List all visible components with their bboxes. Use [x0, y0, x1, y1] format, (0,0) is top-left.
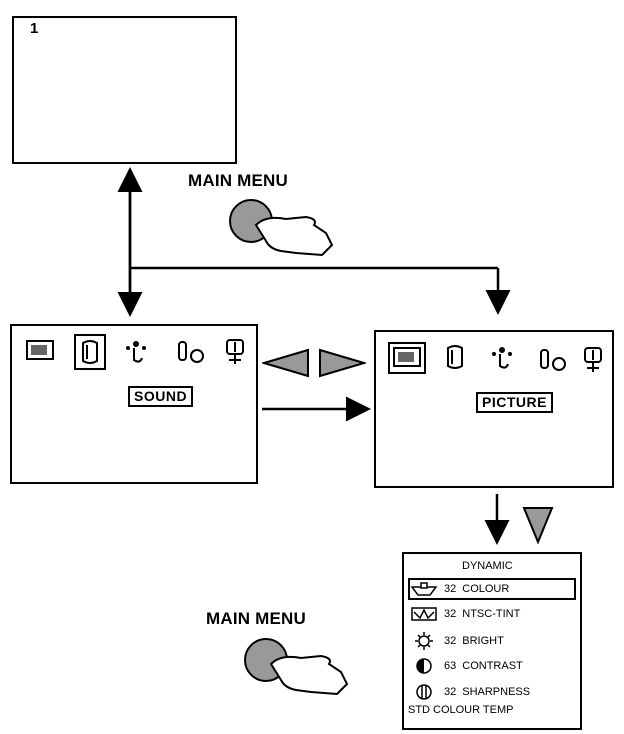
step-number: 1: [30, 20, 39, 37]
contrast-label: CONTRAST: [462, 660, 523, 672]
colour-label: COLOUR: [462, 583, 510, 595]
colour-icon: [410, 581, 438, 597]
sharpness-icon: [410, 683, 438, 701]
picture-icon[interactable]: [388, 342, 426, 374]
list-item[interactable]: 32 COLOUR: [410, 581, 509, 597]
dynamic-title: DYNAMIC: [462, 560, 513, 572]
picture-menu-label: PICTURE: [476, 392, 553, 413]
list-item[interactable]: 63 CONTRAST: [410, 657, 523, 675]
right-arrow-button[interactable]: [318, 348, 366, 378]
list-item[interactable]: 32 BRIGHT: [410, 632, 504, 650]
temperature-icon[interactable]: [538, 348, 568, 374]
down-arrow-button[interactable]: [522, 504, 554, 544]
sound-menu-label: SOUND: [128, 386, 194, 407]
timer-icon[interactable]: [490, 346, 514, 372]
picture-icon[interactable]: [26, 340, 54, 362]
sound-icon[interactable]: [74, 334, 106, 370]
top-screen: 1: [12, 16, 237, 164]
colour-value: 32: [444, 583, 457, 595]
setup-icon[interactable]: [582, 346, 604, 374]
left-arrow-button[interactable]: [262, 348, 310, 378]
bright-icon: [410, 632, 438, 650]
sound-icon[interactable]: [444, 344, 466, 370]
sharpness-label: SHARPNESS: [462, 686, 531, 698]
sharpness-value: 32: [444, 686, 457, 698]
dynamic-menu-screen: DYNAMIC 32 COLOUR 32 NTSC-TINT 32 BRIGHT…: [402, 552, 582, 730]
colour-temp-label: COLOUR TEMP: [433, 704, 514, 716]
picture-menu-screen: PICTURE: [374, 330, 614, 488]
colour-row-highlight: [408, 578, 576, 600]
bright-label: BRIGHT: [462, 635, 504, 647]
main-menu-label-top: MAIN MENU: [188, 171, 289, 190]
tint-label: NTSC-TINT: [462, 608, 521, 620]
main-menu-label-bottom: MAIN MENU: [206, 609, 307, 628]
tint-value: 32: [444, 608, 457, 620]
contrast-value: 63: [444, 660, 457, 672]
list-item[interactable]: 32 SHARPNESS: [410, 683, 530, 701]
contrast-icon: [410, 657, 438, 675]
sound-menu-screen: SOUND: [10, 324, 258, 484]
main-menu-button-bottom[interactable]: [241, 632, 361, 702]
temperature-icon[interactable]: [176, 340, 206, 366]
bright-value: 32: [444, 635, 457, 647]
colour-temp-prefix: STD: [408, 704, 430, 716]
timer-icon[interactable]: [124, 340, 148, 366]
list-item[interactable]: 32 NTSC-TINT: [410, 606, 520, 622]
setup-icon[interactable]: [224, 338, 246, 366]
list-item[interactable]: STD COLOUR TEMP: [408, 704, 513, 716]
main-menu-button-top[interactable]: [226, 193, 346, 263]
tint-icon: [410, 606, 438, 622]
